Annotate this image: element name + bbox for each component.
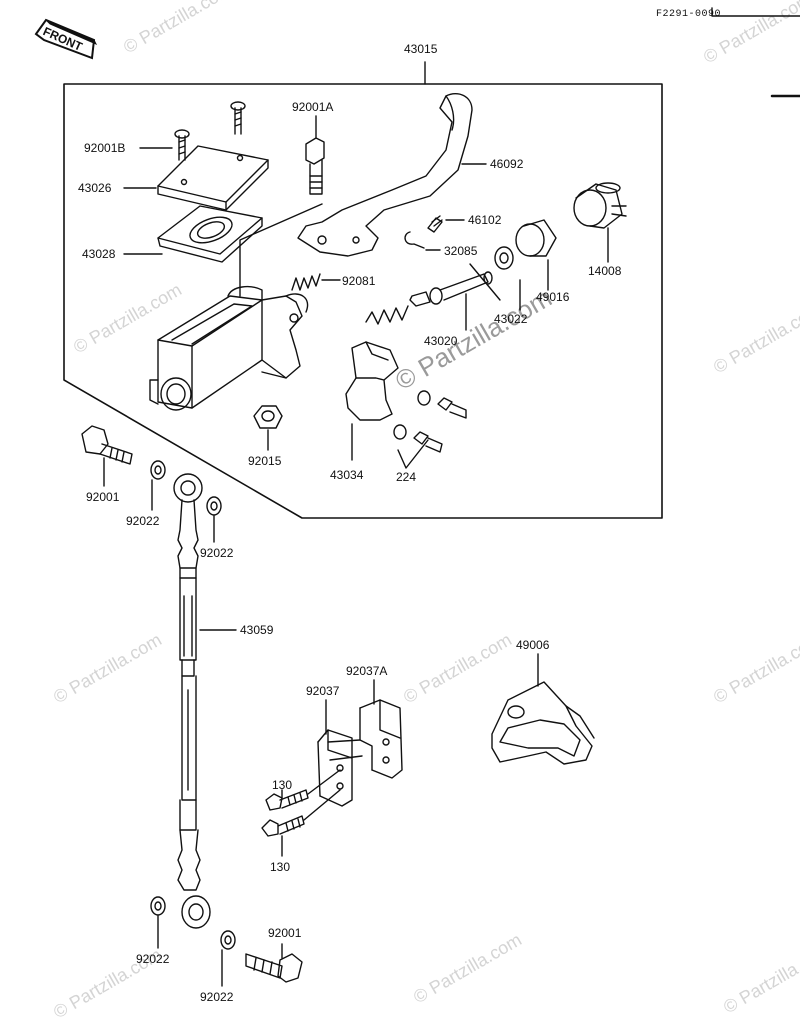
- part-label-46102: 46102: [468, 213, 502, 227]
- part-label-130-b: 130: [270, 860, 291, 874]
- part-label-49006: 49006: [516, 638, 550, 652]
- brake-hose-43059: [173, 473, 211, 929]
- bracket-92037: [317, 729, 363, 807]
- part-label-92037a: 92037A: [346, 664, 388, 678]
- part-label-92015: 92015: [248, 454, 282, 468]
- reservoir-cap: [157, 145, 269, 211]
- part-label-43020: 43020: [424, 334, 458, 348]
- bolt-224-b: [393, 424, 443, 453]
- washer-92022-c: [150, 896, 166, 916]
- spring-46102: [427, 215, 443, 233]
- part-label-32085: 32085: [444, 244, 478, 258]
- leader-line: [239, 203, 323, 297]
- part-label-92022-c: 92022: [136, 952, 170, 966]
- clip-32085: [404, 231, 425, 249]
- part-label-14008: 14008: [588, 264, 622, 278]
- part-label-92001b: 92001B: [84, 141, 126, 155]
- washer-43022: [494, 246, 514, 270]
- figure-code: F2291-0090: [656, 9, 722, 20]
- nut-92015: [253, 405, 283, 429]
- bolt-130-a: [265, 789, 309, 811]
- corner-mark: [711, 7, 800, 17]
- front-direction-tag: FRONT: [34, 16, 98, 62]
- part-label-49016: 49016: [536, 290, 570, 304]
- spring-92081: [291, 273, 321, 291]
- part-label-43026: 43026: [78, 181, 112, 195]
- banjo-bolt-92001-top: [81, 425, 133, 465]
- part-label-92037: 92037: [306, 684, 340, 698]
- part-label-92022-b: 92022: [200, 546, 234, 560]
- part-label-46092: 46092: [490, 157, 524, 171]
- cover-49006: [491, 681, 595, 765]
- brake-lever: [297, 92, 473, 257]
- pivot-bolt-92001a: [305, 137, 325, 195]
- master-cylinder-body: [149, 285, 309, 411]
- part-label-224: 224: [396, 470, 417, 484]
- part-label-43028: 43028: [82, 247, 116, 261]
- part-label-43015: 43015: [404, 42, 438, 56]
- part-label-92081: 92081: [342, 274, 376, 288]
- leader-line: [469, 263, 501, 301]
- part-label-92022-d: 92022: [200, 990, 234, 1004]
- part-label-43034: 43034: [330, 468, 364, 482]
- leader-line: [397, 439, 429, 469]
- dust-boot-14008: [573, 182, 627, 229]
- screw-92001b: [174, 129, 190, 161]
- washer-92022-b: [206, 496, 222, 516]
- part-label-130-a: 130: [272, 778, 293, 792]
- part-label-92001-top: 92001: [86, 490, 120, 504]
- bracket-92037a: [359, 699, 403, 779]
- part-label-92022-a: 92022: [126, 514, 160, 528]
- leader-line: [303, 789, 341, 821]
- washer-92022-a: [150, 460, 166, 480]
- banjo-bolt-92001-bottom: [245, 953, 303, 983]
- screw-top: [230, 101, 246, 135]
- cup-49016: [515, 219, 557, 257]
- part-label-43059: 43059: [240, 623, 274, 637]
- part-label-43022: 43022: [494, 312, 528, 326]
- front-arrow-icon: [34, 18, 98, 60]
- piston-assy-43020: [365, 271, 493, 325]
- bolt-130-b: [261, 815, 305, 837]
- washer-92022-d: [220, 930, 236, 950]
- part-label-92001-bottom: 92001: [268, 926, 302, 940]
- bolt-224-a: [417, 390, 467, 419]
- diaphragm: [157, 205, 263, 263]
- clamp-43034: [345, 341, 399, 421]
- part-label-92001a: 92001A: [292, 100, 334, 114]
- leader-line: [307, 769, 341, 795]
- assembly-boundary: [63, 83, 663, 519]
